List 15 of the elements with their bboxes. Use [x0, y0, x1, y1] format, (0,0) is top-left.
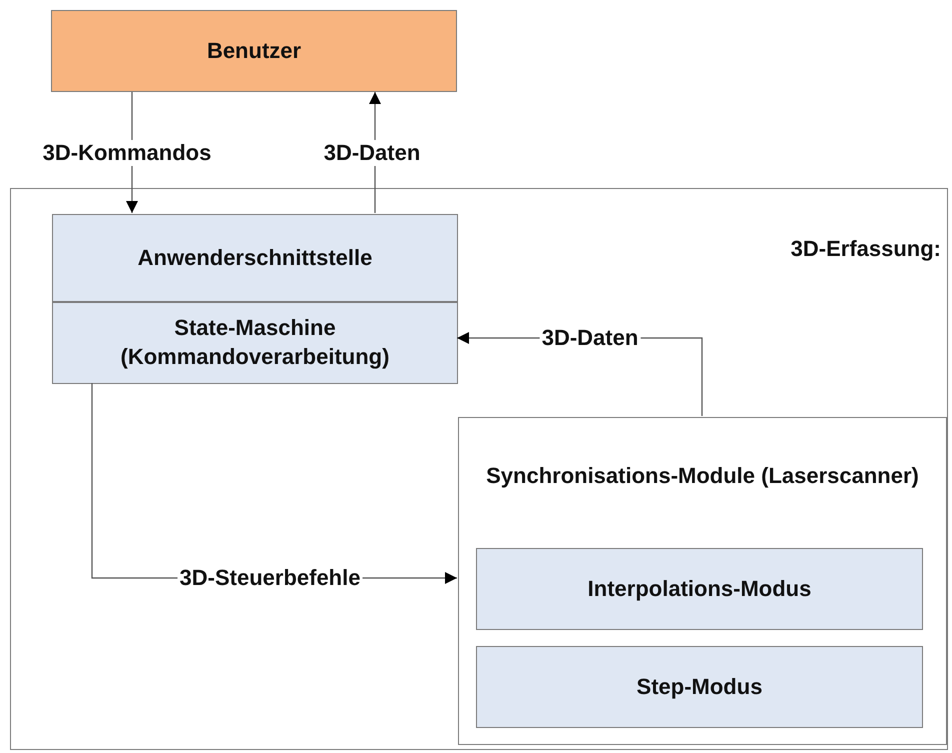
node-label: 3D-Erfassung:	[790, 235, 941, 263]
edge-label: 3D-Kommandos	[40, 140, 214, 166]
node-label: State-Maschine (Kommandoverarbeitung)	[120, 314, 390, 371]
process-box	[52, 302, 458, 384]
node-label: Interpolations-Modus	[588, 574, 812, 603]
module-box	[458, 417, 947, 745]
process-box	[476, 646, 923, 728]
process-box	[476, 548, 923, 630]
node-label: Anwenderschnittstelle	[138, 244, 372, 272]
frame-box	[10, 188, 948, 750]
node-label: Benutzer	[206, 36, 302, 65]
node-label: Step-Modus	[636, 672, 762, 701]
process-box	[52, 214, 458, 302]
process-box	[51, 10, 457, 92]
node-label: Synchronisations-Module (Laserscanner)	[486, 462, 919, 490]
